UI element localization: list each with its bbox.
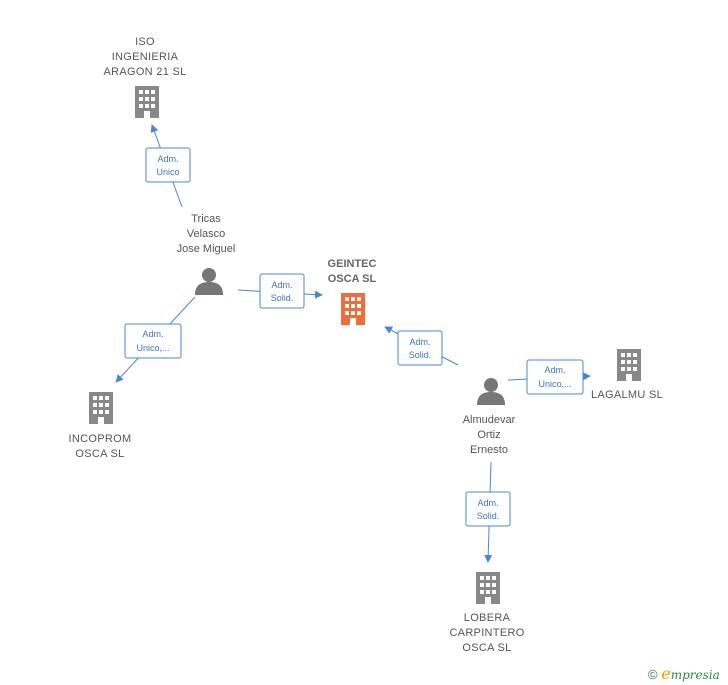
node-label-line: GEINTEC — [328, 258, 377, 270]
node-almudevar-ortiz[interactable]: Almudevar Ortiz Ernesto — [463, 378, 516, 456]
node-iso-ingenieria[interactable]: ISO INGENIERIA ARAGON 21 SL — [103, 36, 186, 118]
building-icon — [89, 392, 113, 424]
node-label-line: ISO — [135, 36, 155, 48]
node-label-line: Tricas — [191, 213, 221, 225]
edge-label-tricas-incoprom[interactable]: Adm. Unico,... — [124, 323, 182, 359]
edge-label-line-1: Adm. — [477, 498, 498, 508]
node-lobera-carpintero[interactable]: LOBERA CARPINTERO OSCA SL — [449, 572, 524, 654]
edge-label-line-1: Adm. — [409, 337, 430, 347]
node-label-line: ARAGON 21 SL — [103, 66, 186, 78]
edge-label-almudevar-lagalmu[interactable]: Adm. Unico,... — [526, 359, 584, 395]
node-label-line: LAGALMU SL — [591, 389, 663, 401]
edge-label-line-2: Unico — [156, 167, 179, 177]
building-icon — [476, 572, 500, 604]
edge-label-line-2: Solid. — [271, 293, 294, 303]
node-label-line: LOBERA — [464, 612, 511, 624]
edge-label-line-2: Unico,... — [136, 343, 169, 353]
edge-label-line-2: Unico,... — [538, 379, 571, 389]
edge-label-line-1: Adm. — [142, 329, 163, 339]
node-label-line: Ernesto — [470, 444, 508, 456]
node-label-line: INCOPROM — [69, 433, 132, 445]
edge-label-almudevar-lobera[interactable]: Adm. Solid. — [465, 491, 511, 527]
edge-lines — [115, 124, 591, 563]
empresia-logo[interactable]: © empresia — [648, 664, 720, 683]
edge-label-line-2: Solid. — [477, 511, 500, 521]
person-icon — [195, 268, 223, 295]
copyright-symbol: © — [648, 667, 658, 682]
node-label-line: OSCA SL — [462, 642, 511, 654]
node-geintec-osca[interactable]: GEINTEC OSCA SL — [328, 258, 377, 325]
brand-e-letter: e — [661, 664, 671, 683]
edge-label-almudevar-geintec[interactable]: Adm. Solid. — [397, 330, 443, 366]
person-icon — [477, 378, 505, 405]
edge-label-line-1: Adm. — [157, 154, 178, 164]
node-label-line: CARPINTERO — [449, 627, 524, 639]
node-label-line: INGENIERIA — [112, 51, 179, 63]
building-icon — [135, 86, 159, 118]
node-label-line: Velasco — [187, 228, 226, 240]
node-label-line: Jose Miguel — [177, 243, 236, 255]
edge-label-line-1: Adm. — [271, 280, 292, 290]
node-incoprom-osca[interactable]: INCOPROM OSCA SL — [69, 392, 132, 460]
node-lagalmu[interactable]: LAGALMU SL — [591, 349, 663, 401]
node-label-line: OSCA SL — [75, 448, 124, 460]
node-label-line: Ortiz — [477, 429, 500, 441]
node-label-line: Almudevar — [463, 414, 516, 426]
brand-name: mpresia — [670, 668, 720, 682]
building-icon — [617, 349, 641, 381]
node-label-line: OSCA SL — [328, 273, 377, 285]
edge-label-tricas-geintec[interactable]: Adm. Solid. — [259, 273, 305, 309]
edge-label-line-2: Solid. — [409, 350, 432, 360]
building-icon — [341, 293, 365, 325]
edge-label-line-1: Adm. — [544, 365, 565, 375]
edge-label-tricas-iso[interactable]: Adm. Unico — [145, 147, 191, 183]
node-tricas-velasco[interactable]: Tricas Velasco Jose Miguel — [177, 213, 236, 295]
